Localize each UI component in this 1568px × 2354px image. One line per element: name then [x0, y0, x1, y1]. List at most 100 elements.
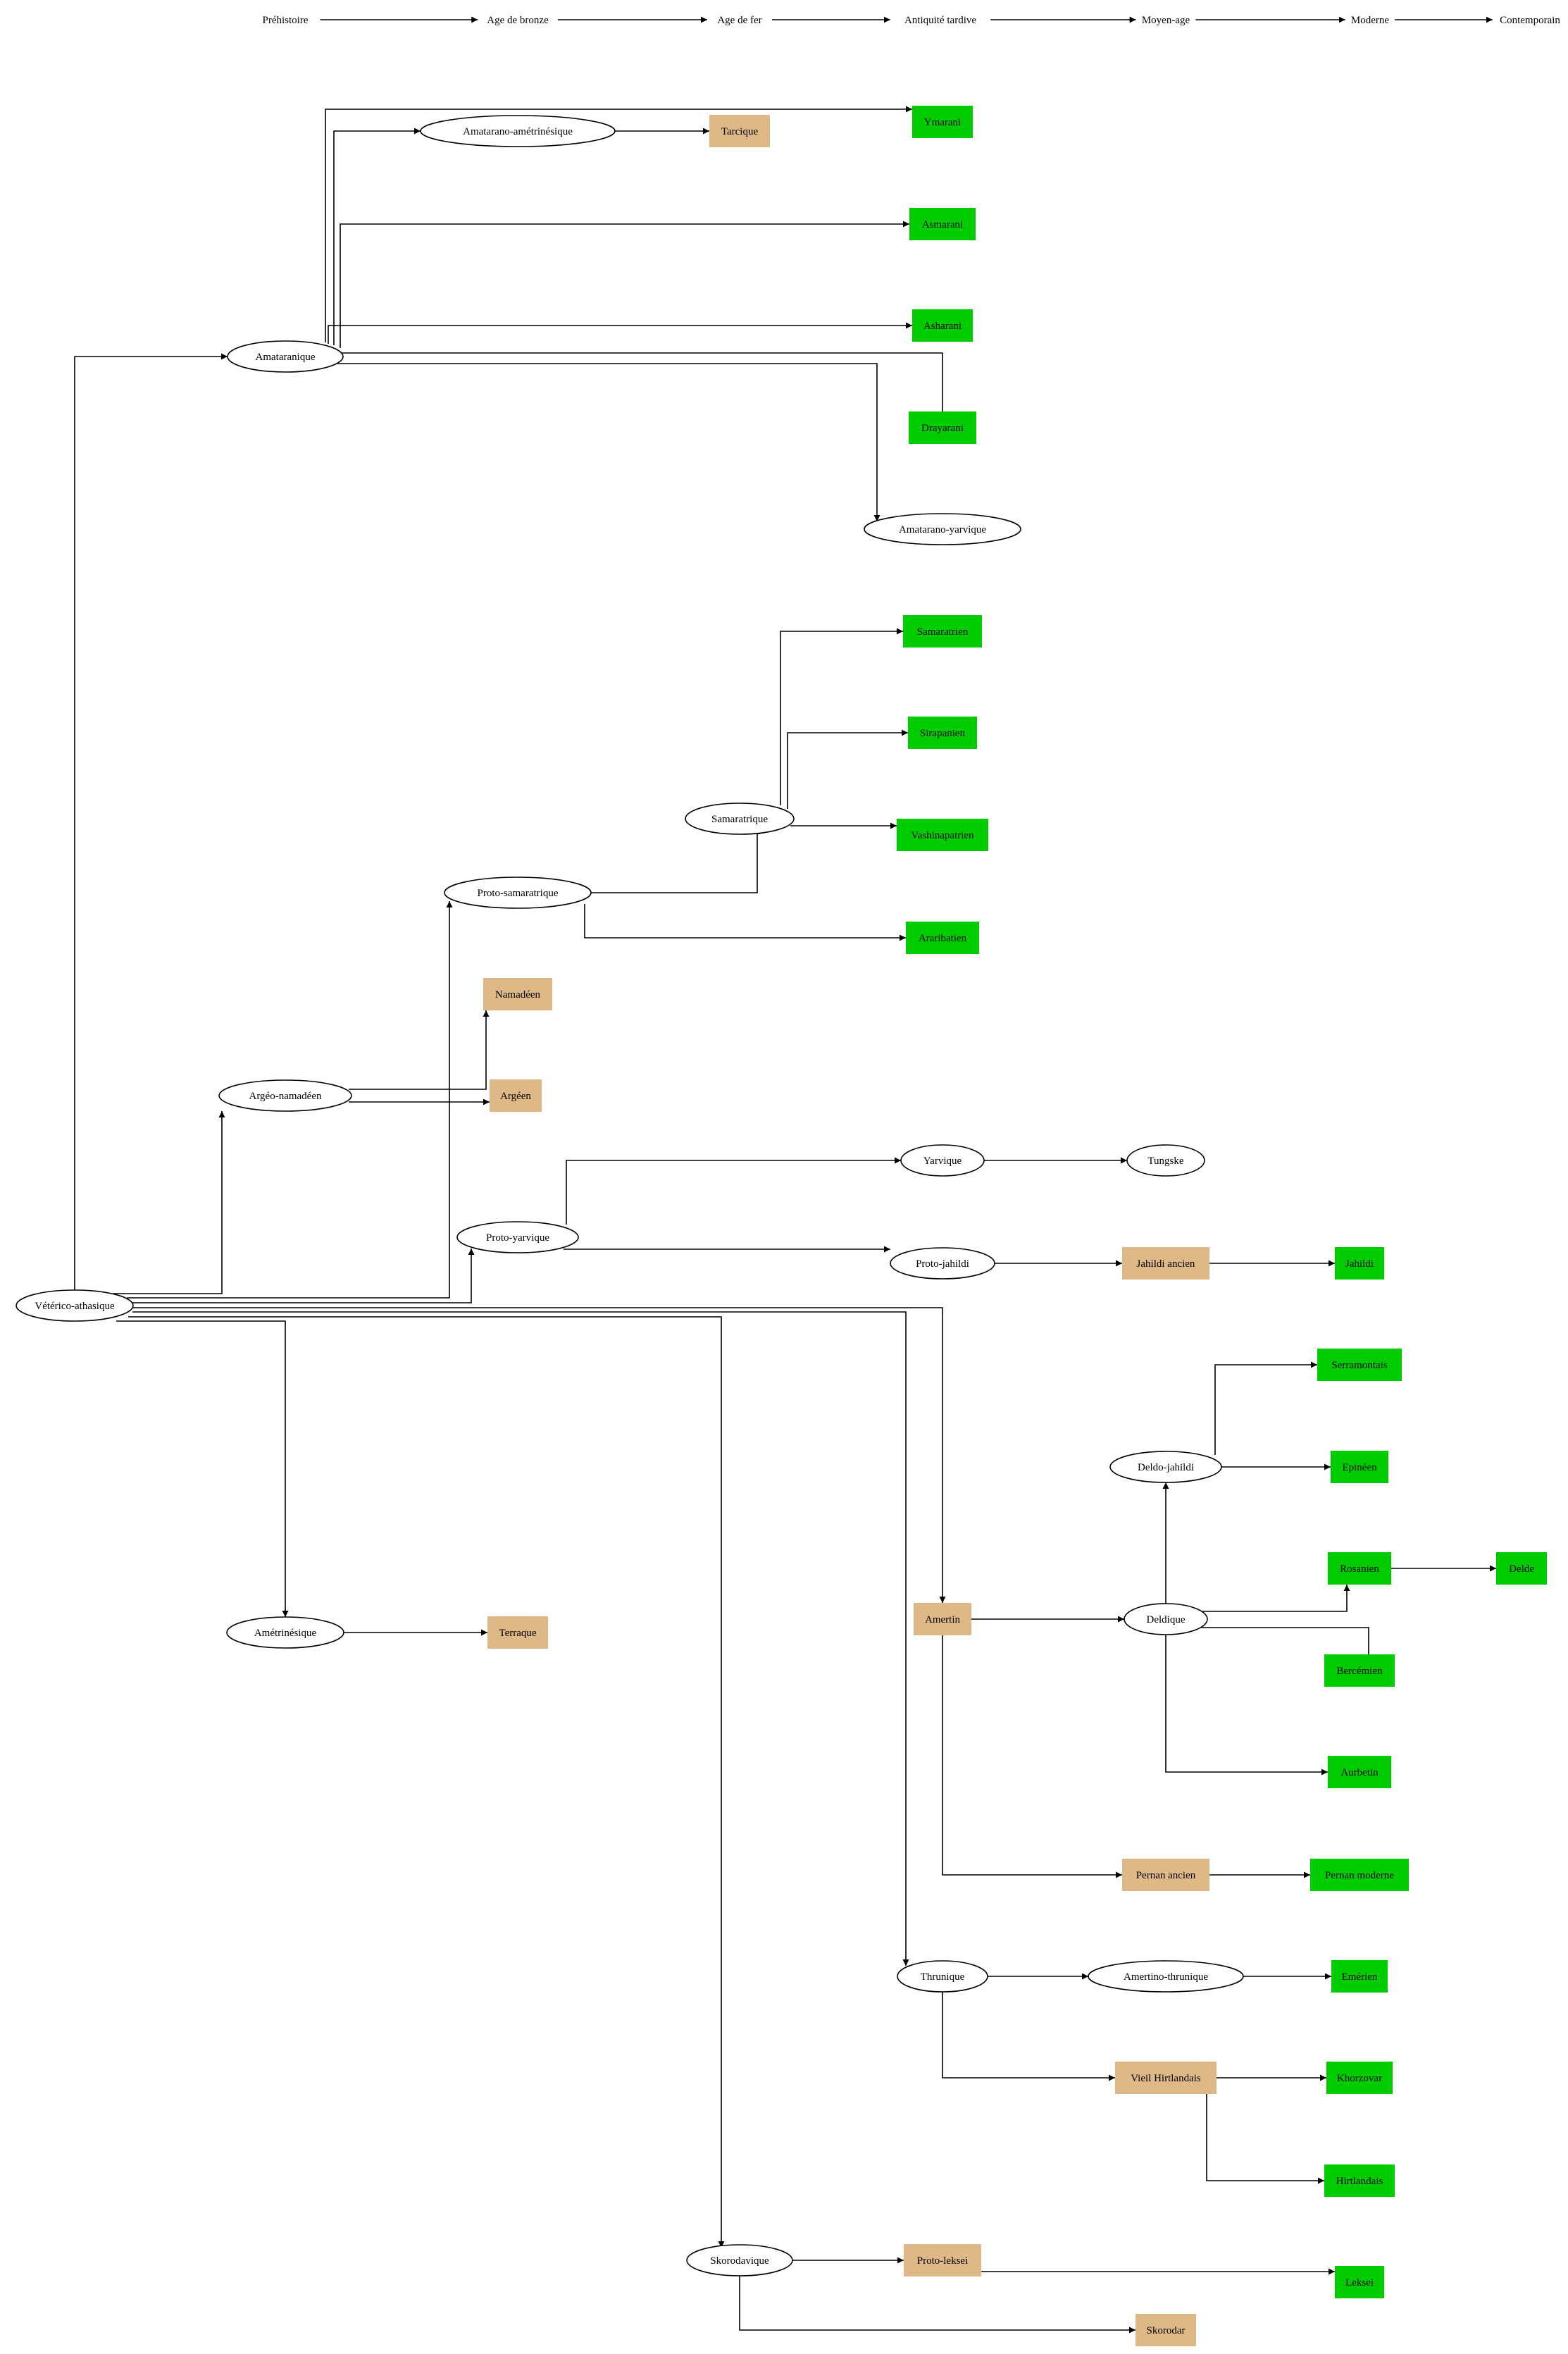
node-label: Samaratrique: [711, 814, 768, 825]
edge-protoyarvique-to-yarvique: [566, 1157, 901, 1225]
language-node-hirtlandais[interactable]: Hirtlandais: [1324, 2164, 1395, 2197]
language-node-epineen[interactable]: Epinéen: [1331, 1451, 1388, 1483]
node-label: Bercémien: [1337, 1666, 1383, 1677]
edge-veterico-to-protoyarvique: [132, 1249, 475, 1303]
language-node-ametrinesique[interactable]: Amétrinésique: [226, 1616, 344, 1649]
edge-amataranique-to-amataranoyarv: [337, 363, 881, 521]
edge-vieilhirtlandais-to-hirtlandais: [1206, 2094, 1324, 2184]
node-box: [1310, 1859, 1409, 1891]
language-node-samaratrique[interactable]: Samaratrique: [685, 803, 795, 835]
period-t4[interactable]: Moyen-age: [1142, 15, 1190, 26]
node-label: Amétrinésique: [254, 1628, 317, 1639]
node-box: [1326, 2062, 1393, 2094]
edge-amataranique-to-asmarani: [340, 221, 909, 348]
node-ellipse: [685, 803, 795, 835]
language-node-rosanien[interactable]: Rosanien: [1328, 1552, 1391, 1585]
language-node-protoleksei[interactable]: Proto-leksei: [904, 2244, 981, 2276]
language-node-namadeen[interactable]: Namadéen: [483, 978, 552, 1010]
node-label: Amatarano-yarvique: [899, 524, 986, 535]
node-label: Drayarani: [921, 423, 964, 434]
language-node-ymarani[interactable]: Ymarani: [912, 106, 973, 138]
language-node-protosamar[interactable]: Proto-samaratrique: [444, 876, 592, 909]
node-box: [1324, 1654, 1395, 1687]
node-ellipse: [900, 1144, 985, 1177]
node-label: Terraque: [499, 1628, 536, 1639]
period-t5[interactable]: Moderne: [1351, 15, 1389, 26]
language-node-argeonamadeen[interactable]: Argéo-namadéen: [218, 1079, 352, 1112]
language-node-amataranoametr[interactable]: Amatarano-amétrinésique: [420, 115, 616, 147]
node-label: Emérien: [1342, 1971, 1378, 1983]
language-node-deldojahildi[interactable]: Deldo-jahildi: [1109, 1451, 1222, 1483]
language-node-skorodar[interactable]: Skorodar: [1135, 2314, 1196, 2346]
edge-deldique-to-rosanien: [1201, 1585, 1350, 1612]
language-node-amertin[interactable]: Amertin: [914, 1603, 971, 1635]
language-node-tungske[interactable]: Tungske: [1126, 1144, 1205, 1177]
language-node-leksei[interactable]: Leksei: [1335, 2266, 1384, 2298]
language-node-thrunique[interactable]: Thrunique: [897, 1960, 988, 1993]
node-label: Vieil Hirtlandais: [1131, 2073, 1201, 2084]
language-node-protoyarvique[interactable]: Proto-yarvique: [456, 1221, 579, 1253]
language-node-pernanancien[interactable]: Pernan ancien: [1122, 1859, 1209, 1891]
edge-protosamar-to-samaratrique: [591, 828, 761, 893]
edge-thrunique-to-vieilhirtlandais: [942, 1992, 1115, 2081]
language-node-delde[interactable]: Delde: [1496, 1552, 1547, 1585]
node-label: Argéo-namadéen: [249, 1091, 322, 1102]
language-node-amertinothrunique[interactable]: Amertino-thrunique: [1088, 1960, 1244, 1993]
language-node-veterico[interactable]: Vétérico-athasique: [15, 1289, 134, 1322]
language-node-protojahildi[interactable]: Proto-jahildi: [890, 1247, 995, 1280]
edge-amertin-to-pernanancien: [942, 1635, 1122, 1878]
node-label: Age de bronze: [487, 15, 549, 26]
language-node-samaratrien[interactable]: Samaratrien: [903, 615, 982, 648]
nodes-layer: Préhistoire Age de bronze Age de fer Antiqu…: [15, 15, 1560, 2346]
edge-veterico-to-thrunique: [132, 1311, 909, 1966]
language-node-amataranoyarv[interactable]: Amatarano-yarvique: [864, 513, 1021, 545]
node-label: Argéen: [500, 1091, 531, 1102]
language-node-terraque[interactable]: Terraque: [487, 1616, 548, 1649]
period-t1[interactable]: Age de bronze: [487, 15, 549, 26]
period-t0[interactable]: Préhistoire: [263, 15, 309, 26]
node-box: [914, 1603, 971, 1635]
language-node-argeen[interactable]: Argéen: [490, 1079, 542, 1112]
node-label: Amertin: [925, 1614, 960, 1625]
language-node-emerien[interactable]: Emérien: [1331, 1960, 1388, 1993]
language-node-deldique[interactable]: Deldique: [1124, 1603, 1208, 1635]
period-t6[interactable]: Contemporain: [1500, 15, 1560, 26]
node-label: Vétérico-athasique: [35, 1301, 115, 1312]
node-box: [1122, 1247, 1209, 1280]
node-label: Amertino-thrunique: [1124, 1971, 1208, 1983]
language-node-drayarani[interactable]: Drayarani: [909, 411, 976, 444]
node-label: Khorzovar: [1337, 2073, 1382, 2084]
node-ellipse: [897, 1960, 988, 1993]
language-node-vashinapatrien[interactable]: Vashinapatrien: [897, 819, 988, 851]
node-ellipse: [227, 340, 344, 373]
node-box: [909, 208, 976, 240]
period-t3[interactable]: Antiquité tardive: [904, 15, 976, 26]
language-node-sirapanien[interactable]: Sirapanien: [908, 717, 977, 749]
language-node-aurbetin[interactable]: Aurbetin: [1328, 1756, 1391, 1788]
language-node-asharani[interactable]: Asharani: [912, 309, 973, 342]
language-node-pernanmoderne[interactable]: Pernan moderne: [1310, 1859, 1409, 1891]
language-node-vieilhirtlandais[interactable]: Vieil Hirtlandais: [1115, 2062, 1217, 2094]
edge-veterico-to-protosamar: [127, 901, 453, 1299]
language-node-bercemien[interactable]: Bercémien: [1324, 1654, 1395, 1687]
period-t2[interactable]: Age de fer: [717, 15, 761, 26]
language-node-jahildiancien[interactable]: Jahildi ancien: [1122, 1247, 1209, 1280]
language-node-tarcique[interactable]: Tarcique: [709, 115, 770, 147]
node-ellipse: [1109, 1451, 1222, 1483]
node-box: [1335, 2266, 1384, 2298]
node-label: Moderne: [1351, 15, 1389, 26]
edge-amataranique-to-ymarani: [325, 106, 912, 342]
language-node-serramontais[interactable]: Serramontais: [1317, 1349, 1402, 1381]
node-ellipse: [864, 513, 1021, 545]
language-node-araribatien[interactable]: Araribatien: [906, 922, 979, 954]
language-node-khorzovar[interactable]: Khorzovar: [1326, 2062, 1393, 2094]
language-node-yarvique[interactable]: Yarvique: [900, 1144, 985, 1177]
node-label: Skorodar: [1147, 2325, 1186, 2336]
node-label: Asharani: [923, 321, 962, 332]
language-node-asmarani[interactable]: Asmarani: [909, 208, 976, 240]
language-node-amataranique[interactable]: Amataranique: [227, 340, 344, 373]
language-node-skorodavique[interactable]: Skorodavique: [686, 2244, 793, 2276]
node-ellipse: [420, 115, 616, 147]
language-node-jahildi[interactable]: Jahildi: [1335, 1247, 1384, 1280]
